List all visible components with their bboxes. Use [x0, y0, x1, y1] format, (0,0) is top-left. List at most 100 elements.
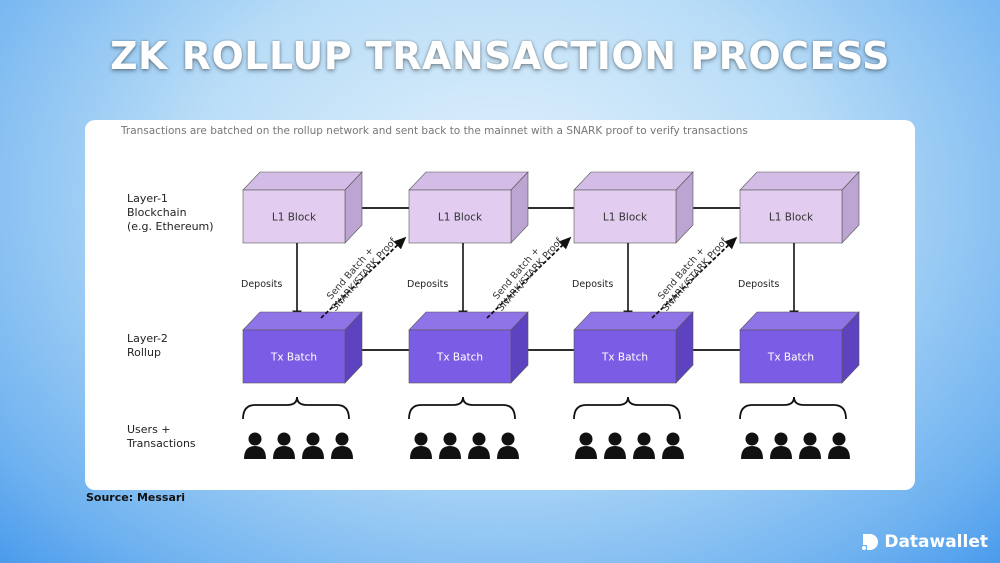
- user-body: [662, 446, 684, 459]
- row-label: Users +Transactions: [126, 423, 196, 450]
- user-body: [331, 446, 353, 459]
- deposits-label: Deposits: [241, 279, 282, 290]
- users-brace: [408, 396, 516, 420]
- tx-batch-front: [408, 329, 512, 384]
- user-body: [604, 446, 626, 459]
- user-head: [774, 432, 788, 446]
- user-head: [335, 432, 349, 446]
- user-icon: [604, 432, 626, 459]
- user-icon: [828, 432, 850, 459]
- l1-block-front: [739, 189, 843, 244]
- user-head: [414, 432, 428, 446]
- tx-batch-label: Tx Batch: [270, 352, 317, 364]
- proof-label-line: SNARK/STARK Proof: [329, 236, 399, 314]
- user-icon: [662, 432, 684, 459]
- user-icon: [439, 432, 461, 459]
- user-icon: [468, 432, 490, 459]
- user-icon: [302, 432, 324, 459]
- l1-block-front: [408, 189, 512, 244]
- user-body: [439, 446, 461, 459]
- user-icon: [575, 432, 597, 459]
- user-body: [302, 446, 324, 459]
- user-head: [666, 432, 680, 446]
- user-body: [575, 446, 597, 459]
- user-head: [803, 432, 817, 446]
- l1-block-top: [408, 171, 529, 191]
- user-head: [248, 432, 262, 446]
- l1-block-top: [242, 171, 363, 191]
- tx-batch-front: [242, 329, 346, 384]
- user-icon: [633, 432, 655, 459]
- user-body: [741, 446, 763, 459]
- l1-block-front: [242, 189, 346, 244]
- page-title: ZK ROLLUP TRANSACTION PROCESS: [109, 34, 891, 78]
- user-body: [468, 446, 490, 459]
- row-label-line: Transactions: [126, 437, 196, 450]
- tx-batch-label: Tx Batch: [767, 352, 814, 364]
- row-label-line: Users +: [127, 423, 171, 436]
- send-batch-proof-arrow: [651, 236, 738, 319]
- user-head: [501, 432, 515, 446]
- user-body: [828, 446, 850, 459]
- tx-batch: Tx Batch: [242, 311, 363, 384]
- user-icon: [410, 432, 432, 459]
- user-icon: [741, 432, 763, 459]
- tx-batch-top: [739, 311, 860, 331]
- tx-batch-label: Tx Batch: [601, 352, 648, 364]
- row-label-line: Layer-2: [127, 332, 168, 345]
- l1-block: L1 Block: [408, 171, 529, 244]
- proof-label-line: SNARK/STARK Proof: [660, 236, 730, 314]
- diagram-caption: Transactions are batched on the rollup n…: [120, 125, 748, 137]
- l1-block-label: L1 Block: [769, 212, 814, 224]
- l1-block: L1 Block: [573, 171, 694, 244]
- row-label-line: Rollup: [127, 346, 161, 359]
- tx-batch: Tx Batch: [573, 311, 694, 384]
- user-icon: [770, 432, 792, 459]
- user-body: [244, 446, 266, 459]
- proof-label-line: SNARK/STARK Proof: [495, 236, 565, 314]
- l1-block-top: [573, 171, 694, 191]
- user-head: [637, 432, 651, 446]
- tx-batch-top: [573, 311, 694, 331]
- send-batch-proof-arrow: [486, 236, 572, 319]
- user-head: [277, 432, 291, 446]
- user-head: [579, 432, 593, 446]
- user-icon: [244, 432, 266, 459]
- user-icon: [331, 432, 353, 459]
- diagram-card: Transactions are batched on the rollup n…: [85, 120, 915, 490]
- user-body: [770, 446, 792, 459]
- row-label-line: (e.g. Ethereum): [127, 220, 214, 233]
- l1-block-label: L1 Block: [438, 212, 483, 224]
- source-credit: Source: Messari: [86, 491, 186, 504]
- l1-block-front: [573, 189, 677, 244]
- deposits-label: Deposits: [738, 279, 779, 290]
- brand-logo: Datawallet: [861, 532, 988, 552]
- user-head: [472, 432, 486, 446]
- tx-batch: Tx Batch: [408, 311, 529, 384]
- deposits-label: Deposits: [572, 279, 613, 290]
- tx-batch-top: [408, 311, 529, 331]
- user-body: [273, 446, 295, 459]
- tx-batch-label: Tx Batch: [436, 352, 483, 364]
- zk-rollup-diagram: Transactions are batched on the rollup n…: [120, 125, 860, 459]
- brand-name: Datawallet: [884, 532, 988, 552]
- user-head: [608, 432, 622, 446]
- l1-block: L1 Block: [739, 171, 860, 244]
- user-icon: [273, 432, 295, 459]
- l1-block-top: [739, 171, 860, 191]
- users-brace: [739, 396, 847, 420]
- tx-batch: Tx Batch: [739, 311, 860, 384]
- user-body: [410, 446, 432, 459]
- user-icon: [799, 432, 821, 459]
- user-body: [799, 446, 821, 459]
- tx-batch-top: [242, 311, 363, 331]
- users-brace: [242, 396, 350, 420]
- send-batch-proof-arrow: [320, 236, 407, 319]
- user-head: [832, 432, 846, 446]
- user-head: [306, 432, 320, 446]
- tx-batch-front: [573, 329, 677, 384]
- row-label-line: Layer-1: [127, 192, 168, 205]
- row-label-line: Blockchain: [127, 206, 187, 219]
- tx-batch-front: [739, 329, 843, 384]
